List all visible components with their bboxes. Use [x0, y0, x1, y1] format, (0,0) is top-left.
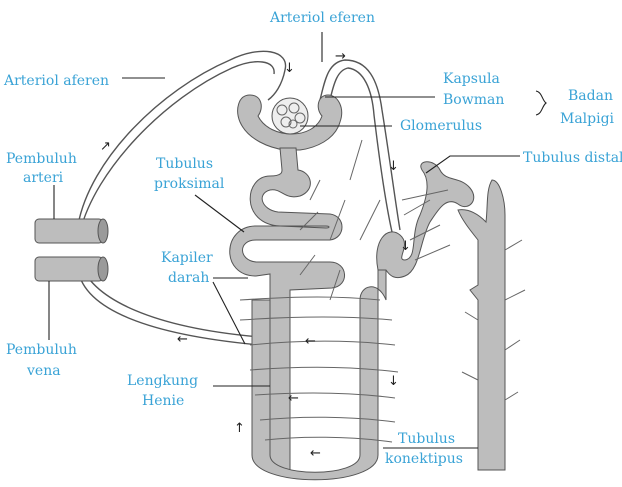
label-tubulus-proksimal-2: proksimal [154, 176, 225, 192]
label-pembuluh-arteri-1: Pembuluh [6, 151, 77, 167]
pembuluh-vena-end [98, 257, 108, 281]
arrow-left-icon: ← [288, 391, 299, 406]
label-malpigi: Malpigi [560, 111, 615, 127]
tubulus-konektipus-shape [458, 180, 505, 470]
arrow-left-icon: ← [310, 446, 321, 461]
label-pembuluh-vena-1: Pembuluh [6, 342, 77, 358]
tubulus-proksimal-shape [230, 148, 345, 470]
label-kapsula: Kapsula [443, 71, 500, 87]
arrow-down-icon: ↓ [400, 239, 411, 254]
arrow-right-icon: → [335, 49, 346, 64]
label-badan: Badan [568, 88, 613, 104]
arrow-left-icon: ← [305, 334, 316, 349]
arrow-up-icon: ↑ [234, 421, 245, 436]
arrow-down-icon: ↓ [388, 159, 399, 174]
label-tubulus-proksimal-1: Tubulus [156, 156, 213, 172]
arrow-up-right-icon: ↗ [100, 139, 111, 154]
label-kapiler-1: Kapiler [161, 250, 213, 266]
pembuluh-vena-shape [35, 257, 103, 281]
label-pembuluh-arteri-2: arteri [23, 170, 64, 186]
label-kapiler-2: darah [168, 270, 209, 286]
label-arteriol-eferen: Arteriol eferen [269, 10, 375, 26]
leader-tubulus-proksimal [195, 195, 244, 232]
bracket-badan-malpigi [536, 91, 546, 115]
label-tubulus-konektipus-2: konektipus [385, 451, 463, 467]
label-glomerulus: Glomerulus [400, 118, 482, 134]
label-pembuluh-vena-2: vena [26, 363, 61, 379]
label-tubulus-distal: Tubulus distal [523, 150, 622, 166]
label-arteriol-aferen: Arteriol aferen [3, 73, 109, 89]
tubulus-distal-shape [377, 162, 474, 278]
label-tubulus-konektipus-1: Tubulus [398, 431, 455, 447]
label-bowman: Bowman [443, 92, 504, 108]
pembuluh-arteri-shape [35, 219, 103, 243]
pembuluh-arteri-end [98, 219, 108, 243]
glomerulus-shape [272, 98, 308, 134]
arteriol-eferen-vessel-inner [330, 68, 392, 232]
label-lengkung-1: Lengkung [127, 373, 198, 389]
arrow-down-icon: ↓ [388, 374, 399, 389]
arrow-down-icon: ↓ [284, 61, 295, 76]
label-lengkung-2: Henie [142, 393, 184, 409]
arrow-left-icon: ← [177, 332, 188, 347]
